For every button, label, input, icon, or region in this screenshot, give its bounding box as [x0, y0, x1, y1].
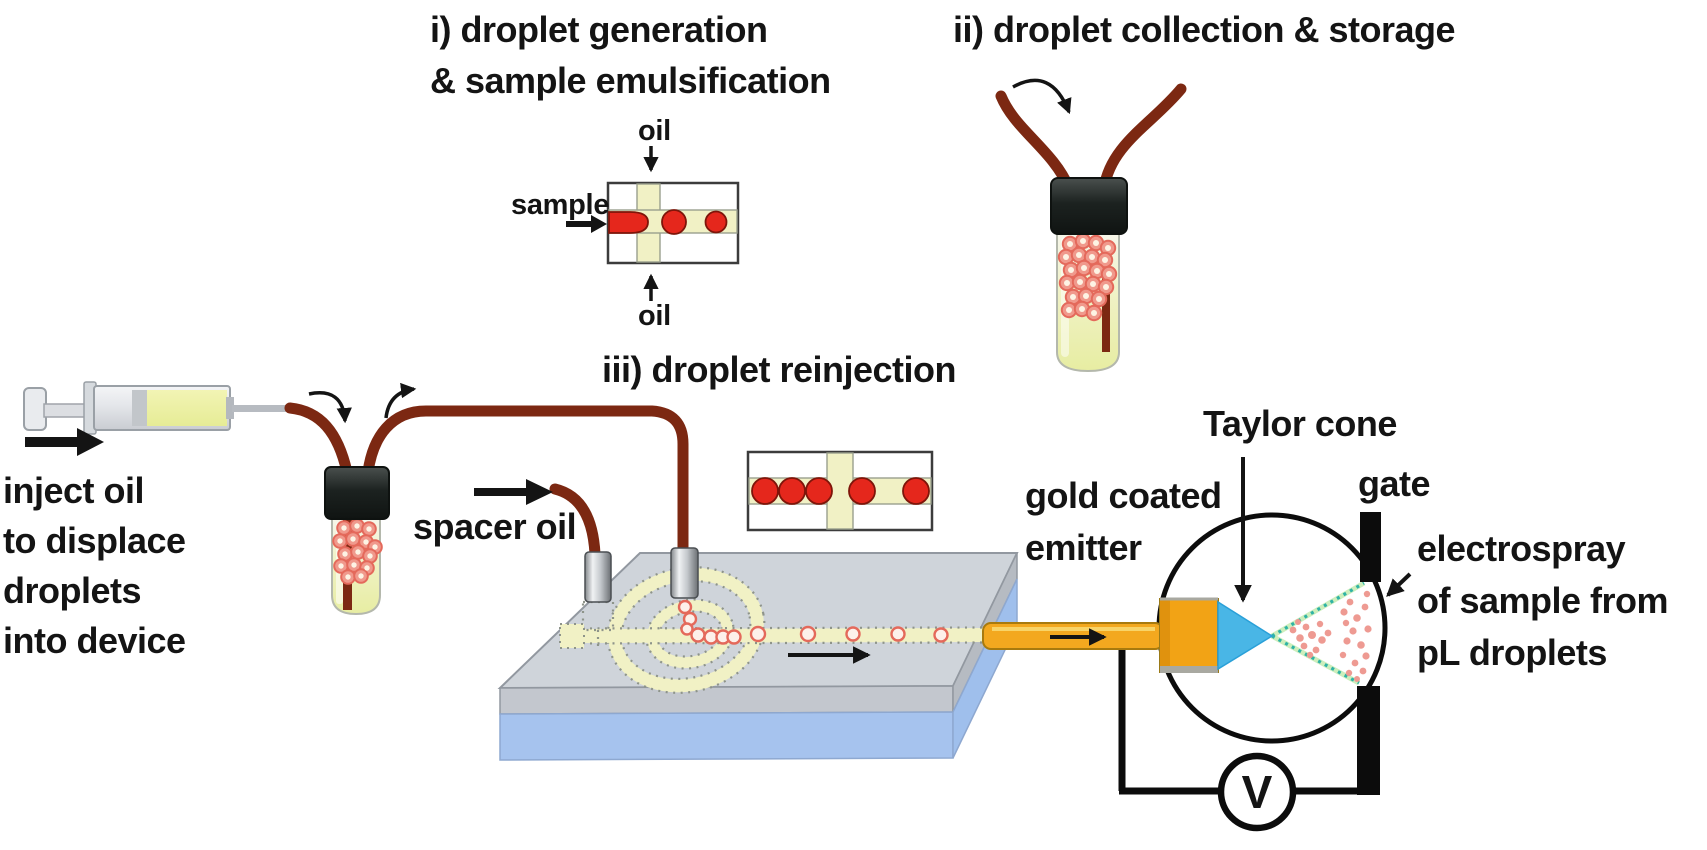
voltage-label: V: [1242, 766, 1273, 818]
step2-title: ii) droplet collection & storage: [953, 9, 1456, 50]
chip-front-face: [499, 685, 954, 715]
oil-bottom-label: oil: [638, 300, 671, 332]
circuit-wires: [1118, 650, 1368, 795]
electrospray-view: V: [982, 457, 1412, 832]
sprayed-droplets: [1289, 590, 1372, 682]
step1-title: i) droplet generation & sample emulsific…: [430, 9, 831, 101]
injection-caption: inject oil to displace droplets into dev…: [3, 470, 186, 661]
gold-coated-emitter: [1159, 597, 1219, 673]
oil-top-label: oil: [638, 115, 671, 147]
inject-oil-arrow: [25, 428, 104, 456]
rotation-arrow-collection-vial: [1012, 78, 1072, 115]
taylor-cone-label: Taylor cone: [1203, 403, 1397, 444]
syringe-needle: [232, 405, 294, 412]
channel-droplets: [677, 599, 949, 645]
electrospray-pointer-arrow: [1386, 572, 1412, 597]
electrospray-plume: [1270, 580, 1372, 686]
droplet-reinjection-inset: [746, 450, 934, 532]
droplet-generation-inset: [566, 146, 740, 301]
chip-bottom-layer: [499, 711, 954, 761]
sample-plug: [608, 211, 649, 234]
sample-arrow: [566, 215, 607, 233]
spacer-oil-port: [584, 551, 612, 603]
gold-coated-emitter-label: gold coated emitter: [1025, 475, 1222, 568]
collection-vial: [995, 78, 1187, 373]
spacer-oil-arrow: [474, 479, 553, 505]
gate-label: gate: [1358, 463, 1431, 504]
transfer-tubing: [284, 402, 689, 560]
collection-vial-tubes: [995, 83, 1187, 194]
gate-lower-bar: [1357, 686, 1380, 795]
microfluidic-chip: [497, 547, 1019, 761]
stored-droplets: [332, 518, 383, 585]
rotation-arrows-reinjection-vial: [308, 382, 417, 424]
spacer-oil-tube: [549, 483, 601, 560]
electrospray-caption: electrospray of sample from pL droplets: [1417, 528, 1669, 673]
gate-upper-bar: [1360, 512, 1381, 582]
main-channel: [559, 600, 986, 649]
sample-label: sample: [511, 189, 610, 221]
taylor-cone-shape: [1217, 600, 1274, 671]
syringe-to-vial-tube: [284, 402, 353, 478]
vial-cap: [1050, 177, 1128, 235]
vial-cap: [324, 466, 390, 520]
collected-droplets: [1057, 232, 1118, 322]
oil-in-syringe: [146, 390, 227, 426]
voltage-source: V: [1217, 752, 1297, 832]
gate-electrodes: [1357, 512, 1381, 795]
reinjection-vial: [324, 466, 390, 616]
reinjection-port: [670, 547, 699, 599]
step3-title: iii) droplet reinjection: [602, 349, 957, 390]
oil-syringe: [23, 381, 294, 435]
vial-to-chip-tube: [362, 405, 689, 558]
spacer-oil-label: spacer oil: [413, 506, 577, 547]
